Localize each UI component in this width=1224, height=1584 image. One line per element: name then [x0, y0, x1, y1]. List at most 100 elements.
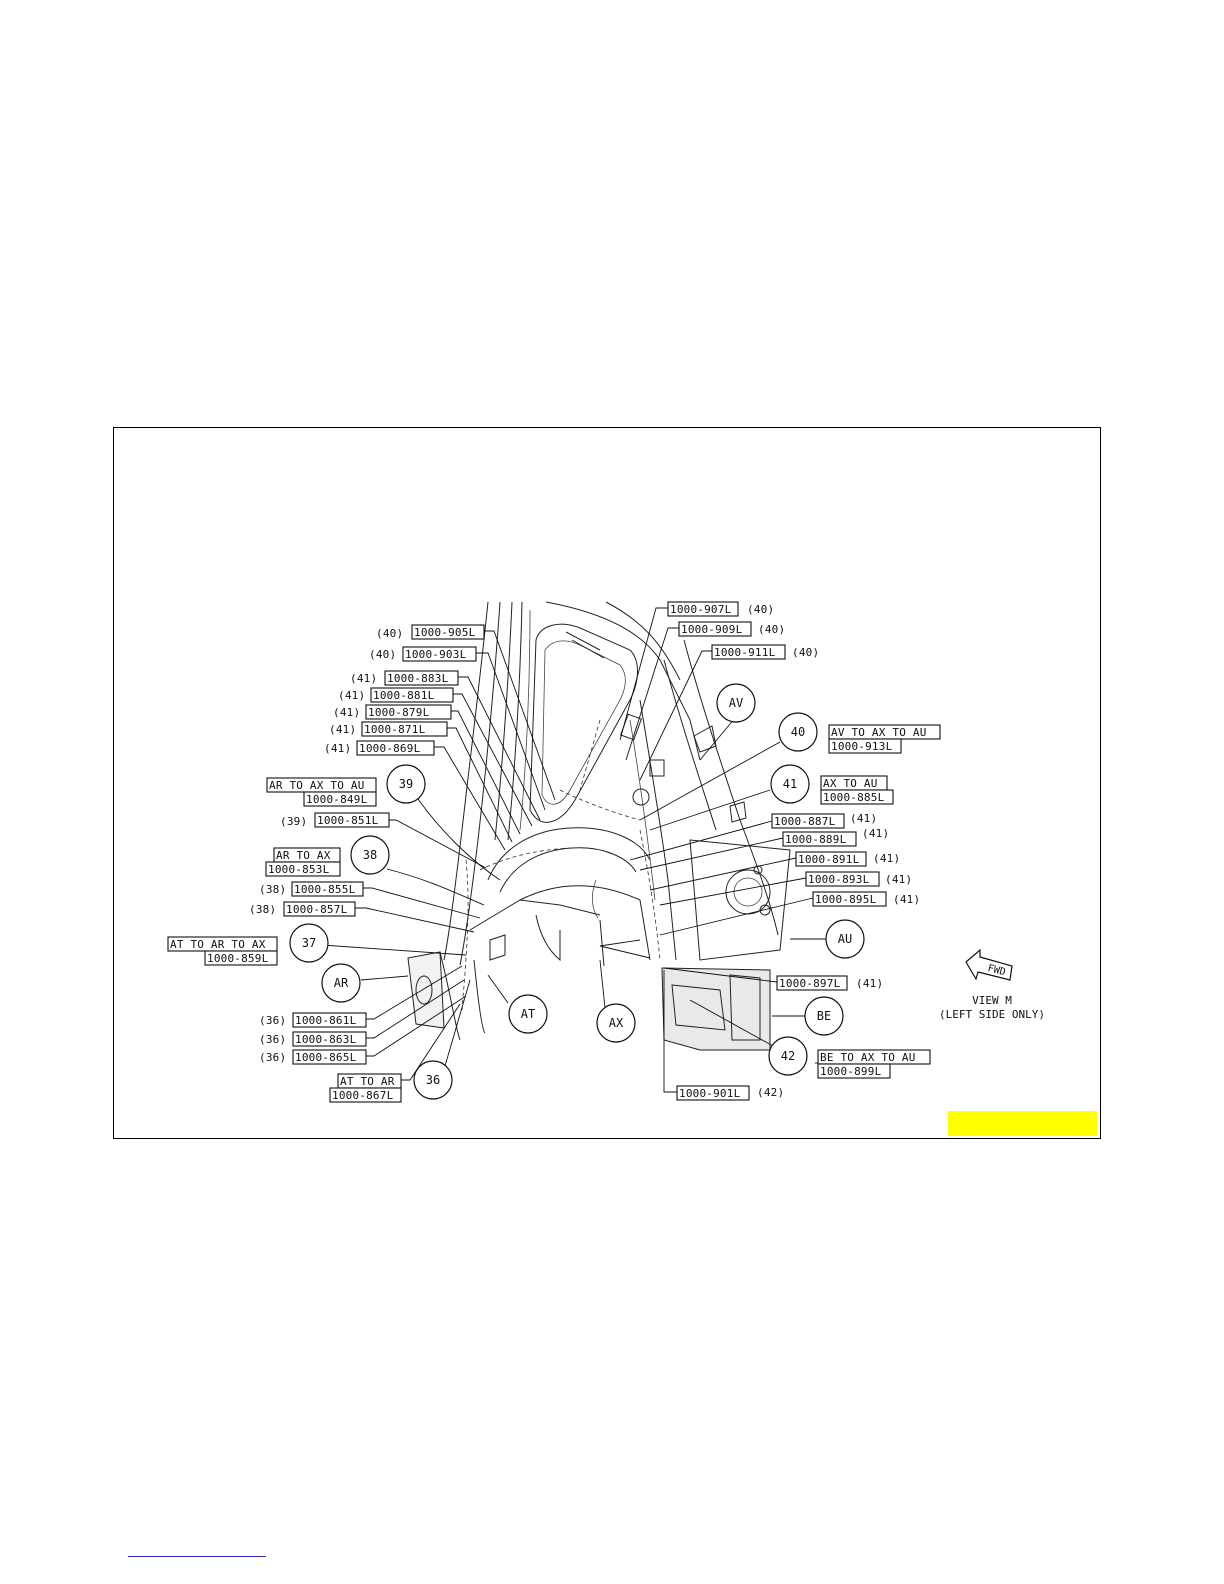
- view-title: VIEW M: [972, 994, 1012, 1007]
- svg-text:1000-897L: 1000-897L: [779, 977, 841, 990]
- yellow-highlight-box: [948, 1111, 1097, 1136]
- svg-text:1000-885L: 1000-885L: [823, 791, 885, 804]
- svg-text:BE TO AX TO AU: BE TO AX TO AU: [820, 1051, 916, 1064]
- part-label: (38)1000-855L: [259, 881, 364, 897]
- part-label: (41) 1000-869L: [324, 740, 435, 756]
- svg-text:(36): (36): [259, 1033, 286, 1046]
- svg-text:1000-909L: 1000-909L: [681, 623, 743, 636]
- svg-text:AX TO AU: AX TO AU: [823, 777, 878, 790]
- part-label: (40)1000-903L: [369, 646, 477, 662]
- svg-text:(40): (40): [758, 623, 785, 636]
- part-label: 1000-891L (41): [795, 851, 900, 867]
- svg-text:1000-849L: 1000-849L: [306, 793, 368, 806]
- callout-au: AU: [825, 919, 865, 959]
- footer-link-line: [128, 1556, 266, 1557]
- svg-text:1000-859L: 1000-859L: [207, 952, 269, 965]
- svg-text:1000-861L: 1000-861L: [295, 1014, 357, 1027]
- svg-text:AV: AV: [729, 696, 743, 710]
- callout-37: 37: [289, 923, 329, 963]
- svg-text:1000-887L: 1000-887L: [774, 815, 836, 828]
- part-labels: 1000-907L(40) 1000-909L(40) 1000-911L(40…: [249, 601, 920, 1101]
- svg-text:(41): (41): [862, 827, 889, 840]
- svg-text:(41): (41): [873, 852, 900, 865]
- svg-text:40: 40: [791, 725, 805, 739]
- svg-text:41: 41: [783, 777, 797, 791]
- callout-be: BE: [804, 996, 844, 1036]
- svg-text:AX: AX: [609, 1016, 624, 1030]
- svg-text:36: 36: [426, 1073, 440, 1087]
- callout-ax: AX: [596, 1003, 636, 1043]
- svg-text:(36): (36): [259, 1051, 286, 1064]
- svg-text:AT TO AR: AT TO AR: [340, 1075, 395, 1088]
- svg-text:1000-879L: 1000-879L: [368, 706, 430, 719]
- svg-text:AR: AR: [334, 976, 349, 990]
- part-label: (41)1000-883L: [350, 670, 459, 686]
- part-label: (36) 1000-861L: [259, 1012, 367, 1028]
- svg-text:1000-899L: 1000-899L: [820, 1065, 882, 1078]
- svg-text:1000-881L: 1000-881L: [373, 689, 435, 702]
- svg-text:1000-889L: 1000-889L: [785, 833, 847, 846]
- svg-text:37: 37: [302, 936, 316, 950]
- part-label: (40) 1000-905L: [376, 624, 485, 640]
- svg-text:(40): (40): [376, 627, 403, 640]
- svg-text:(41): (41): [856, 977, 883, 990]
- svg-text:(36): (36): [259, 1014, 286, 1027]
- svg-text:(41): (41): [893, 893, 920, 906]
- svg-text:1000-883L: 1000-883L: [387, 672, 449, 685]
- part-label: 1000-887L (41): [771, 812, 877, 829]
- part-label: (36)1000-863L: [259, 1031, 367, 1047]
- fwd-arrow-icon: FWD: [965, 948, 1013, 981]
- part-label: (41) 1000-871L: [329, 721, 448, 737]
- svg-text:AV TO AX TO AU: AV TO AX TO AU: [831, 726, 927, 739]
- callout-36: 36: [413, 1060, 453, 1100]
- svg-text:1000-893L: 1000-893L: [808, 873, 870, 886]
- callout-av: AV: [716, 683, 756, 723]
- part-label: 1000-911L (40): [711, 644, 819, 660]
- svg-text:1000-911L: 1000-911L: [714, 646, 776, 659]
- svg-text:39: 39: [399, 777, 413, 791]
- svg-text:38: 38: [363, 848, 377, 862]
- svg-text:1000-913L: 1000-913L: [831, 740, 893, 753]
- svg-text:(41): (41): [338, 689, 365, 702]
- callout-at: AT: [508, 994, 548, 1034]
- svg-text:(40): (40): [792, 646, 819, 659]
- svg-text:(42): (42): [757, 1086, 784, 1099]
- svg-text:(41): (41): [329, 723, 356, 736]
- svg-text:(38): (38): [249, 903, 276, 916]
- svg-text:AR TO AX: AR TO AX: [276, 849, 331, 862]
- svg-text:AR TO AX TO AU: AR TO AX TO AU: [269, 779, 365, 792]
- svg-text:BE: BE: [817, 1009, 831, 1023]
- svg-text:1000-867L: 1000-867L: [332, 1089, 394, 1102]
- callout-ar: AR: [321, 963, 361, 1003]
- svg-text:1000-869L: 1000-869L: [359, 742, 421, 755]
- callout-42: 42: [768, 1036, 808, 1076]
- svg-text:(41): (41): [324, 742, 351, 755]
- body-structure-drawing: [407, 601, 791, 1051]
- svg-text:(38): (38): [259, 883, 286, 896]
- view-subtitle: (LEFT SIDE ONLY): [939, 1008, 1045, 1021]
- svg-text:(41): (41): [850, 812, 877, 825]
- svg-text:AT TO AR TO AX: AT TO AR TO AX: [170, 938, 266, 951]
- svg-text:FWD: FWD: [986, 963, 1006, 978]
- svg-text:1000-891L: 1000-891L: [798, 853, 860, 866]
- callout-41: 41: [770, 764, 810, 804]
- part-label: 1000-893L (41): [805, 871, 912, 887]
- callout-circles: AV 40 39 41 38 37 AR AT AX 36 AU BE 42: [289, 683, 865, 1100]
- callout-38: 38: [350, 835, 390, 875]
- part-label: 1000-901L(42): [676, 1085, 784, 1101]
- svg-text:(41): (41): [885, 873, 912, 886]
- callout-40: 40: [778, 712, 818, 752]
- part-label: (39)1000-851L: [280, 812, 390, 828]
- svg-text:1000-905L: 1000-905L: [414, 626, 476, 639]
- svg-text:1000-871L: 1000-871L: [364, 723, 426, 736]
- svg-text:AU: AU: [838, 932, 852, 946]
- callout-39: 39: [386, 764, 426, 804]
